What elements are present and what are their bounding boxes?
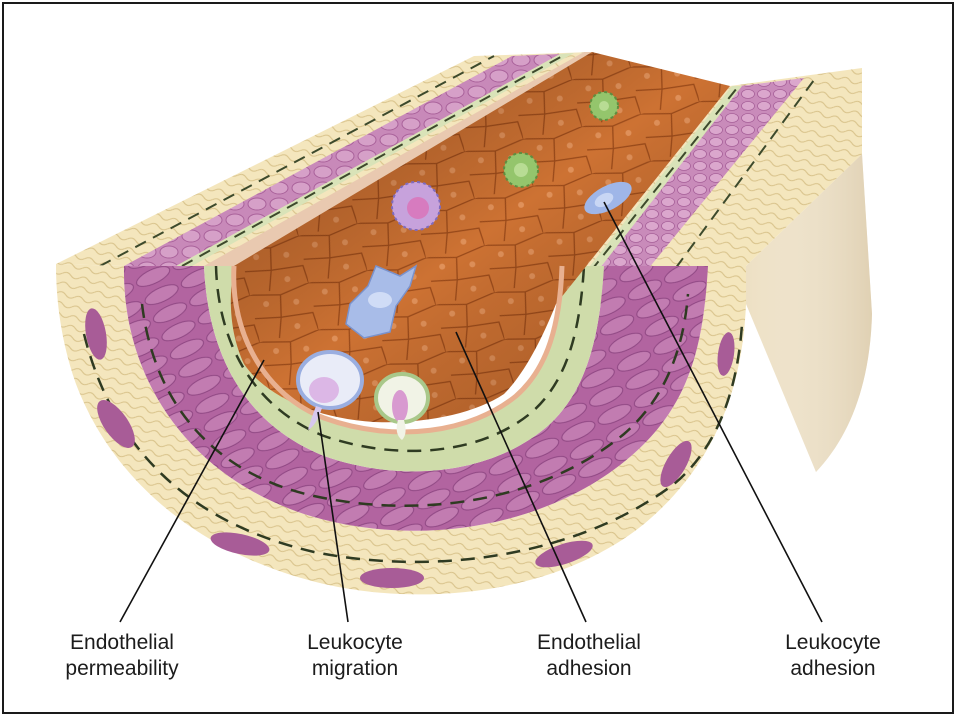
leukocyte-migrating-cell-2: [374, 372, 430, 440]
leader-lines: [119, 201, 823, 623]
elastic-lamina: [204, 266, 604, 472]
label-endothelial-permeability: Endothelial permeability: [65, 631, 179, 680]
leader-line-endothelial-adhesion: [455, 331, 587, 623]
leader-line-leukocyte-migration: [317, 411, 349, 623]
leukocyte-spreading-cell: [345, 264, 418, 339]
leukocyte-purple-cell: [391, 181, 441, 231]
leukocyte-rolling-cell: [584, 181, 632, 215]
leukocyte-green-cell-1: [503, 152, 539, 188]
adventitia-cross-section: [56, 264, 746, 595]
leader-line-leukocyte-adhesion: [603, 201, 823, 623]
blood-vessel-illustration: [4, 4, 952, 712]
leader-line-endothelial-permeability: [119, 359, 265, 623]
leukocyte-migrating-cell-1: [296, 350, 364, 430]
label-endothelial-adhesion: Endothelial adhesion: [537, 631, 641, 680]
label-leukocyte-adhesion: Leukocyte adhesion: [785, 631, 881, 680]
leukocyte-green-cell-2: [589, 91, 619, 121]
media-smooth-muscle: [123, 266, 708, 531]
label-leukocyte-migration: Leukocyte migration: [307, 631, 403, 680]
